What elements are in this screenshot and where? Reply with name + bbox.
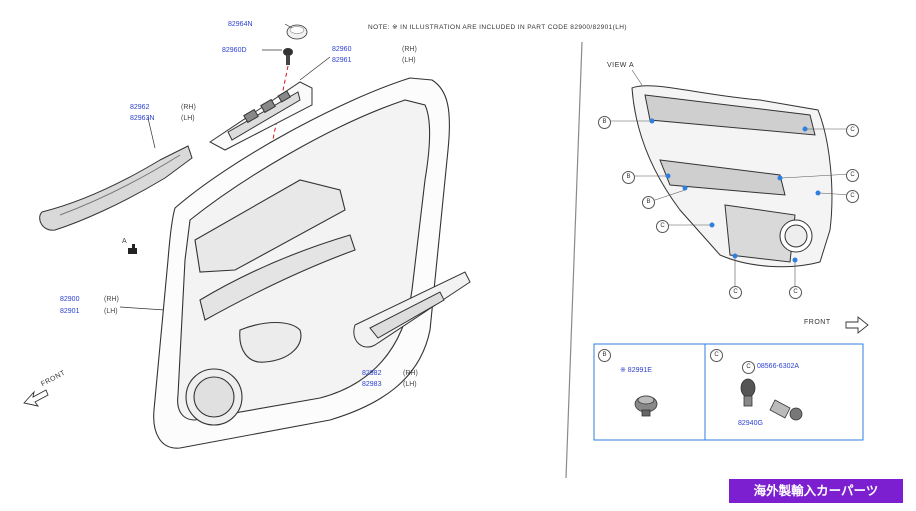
part-pad-lh: 82963N [130,115,155,122]
part-clip-cap: 82964N [228,21,253,28]
door-pull [353,271,471,348]
watermark-badge: 海外製輸入カーパーツ [729,479,903,503]
note-text: NOTE: ※ IN ILLUSTRATION ARE INCLUDED IN … [368,24,627,31]
view-a-label: VIEW A [607,62,635,69]
view-a-door [631,85,833,268]
callout-2: C [846,124,859,137]
part-switch-rh: 82960 [332,46,352,53]
finisher-side-rh: (RH) [104,296,119,303]
switch-side-rh: (RH) [402,46,417,53]
callout-3: B [622,171,635,184]
detail-c-parts [740,378,803,421]
callout-6: B [642,196,655,209]
divider-line [565,41,583,479]
front-label-right: FRONT [804,319,831,326]
armrest-pad [39,145,193,231]
pad-side-rh: (RH) [181,104,196,111]
small-clip [128,244,137,254]
detail-b-part: ※ 82991E [620,367,652,374]
detail-b-clip [634,395,658,417]
pad-side-lh: (LH) [181,115,195,122]
detail-b-marker: B [598,349,611,362]
callout-4: C [846,169,859,182]
arrow-a-label: A [122,238,127,245]
finisher-side-lh: (LH) [104,308,118,315]
part-finisher-lh: 82901 [60,308,80,315]
part-clip: 82960D [222,47,247,54]
pull-side-lh: (LH) [403,381,417,388]
callout-7: C [656,220,669,233]
front-arrows [23,316,869,407]
part-pull-rh: 82982 [362,370,382,377]
part-pad-rh: 82962 [130,104,150,111]
clip-markers [649,118,821,263]
detail-c-sub-marker: C [742,361,755,374]
callout-8: C [729,286,742,299]
part-finisher-rh: 82900 [60,296,80,303]
part-pull-lh: 82983 [362,381,382,388]
detail-c-part2: 82940G [738,420,763,427]
part-switch-lh: 82961 [332,57,352,64]
callout-9: C [789,286,802,299]
detail-c-marker: C [710,349,723,362]
clip [283,48,293,56]
door-finisher [153,77,450,449]
callout-5: C [846,190,859,203]
detail-box [593,343,864,441]
detail-c-part: 08566-6302A [757,363,800,370]
switch-side-lh: (LH) [402,57,416,64]
pull-side-rh: (RH) [403,370,418,377]
switch-panel [209,81,313,151]
callout-1: B [598,116,611,129]
